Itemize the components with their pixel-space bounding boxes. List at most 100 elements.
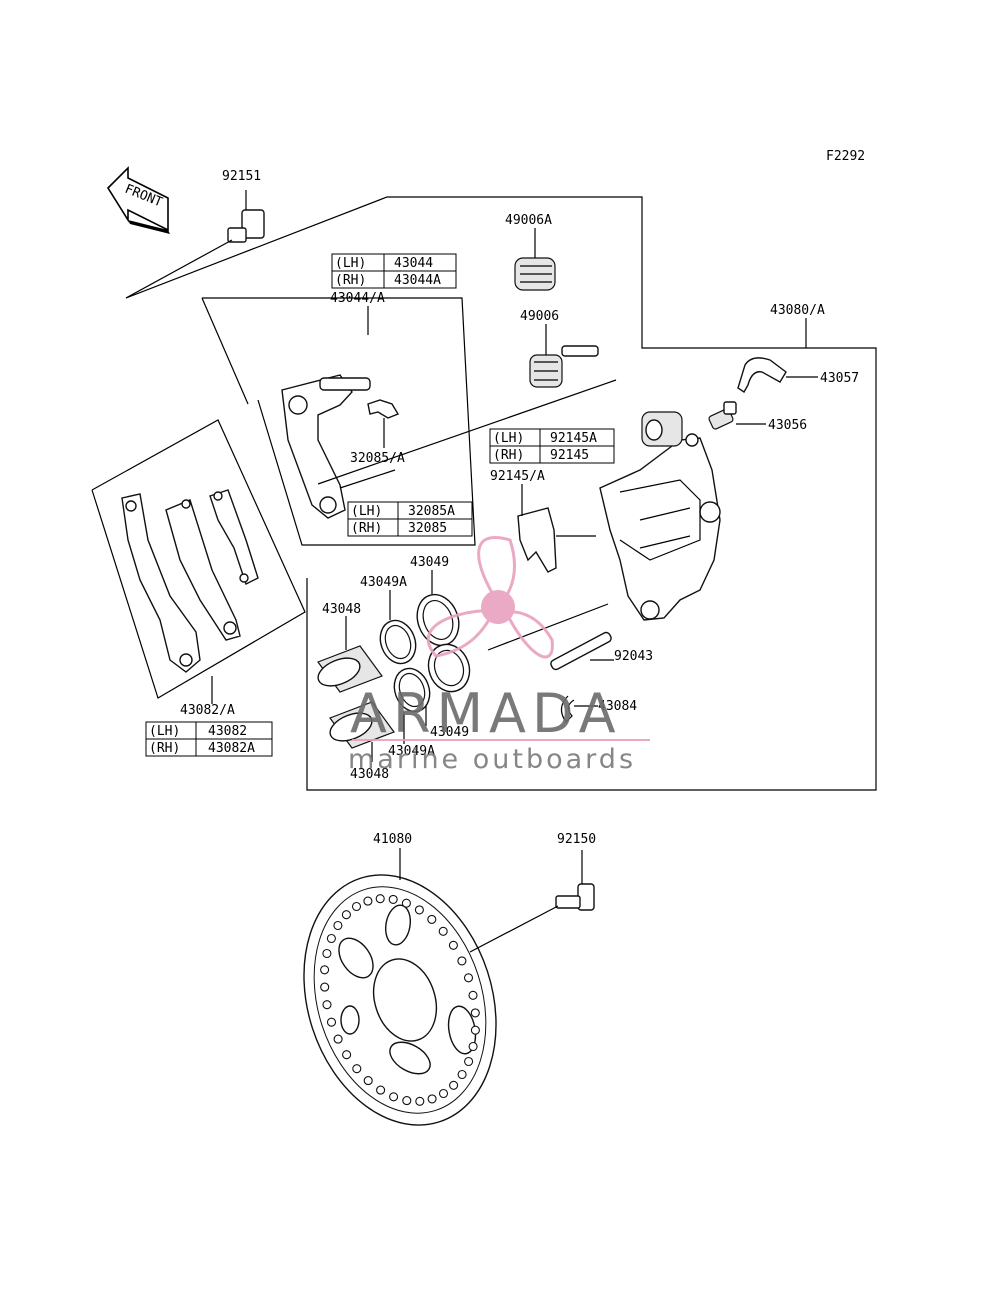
label-43049A-upper: 43049A — [360, 575, 407, 590]
svg-text:32085: 32085 — [408, 521, 447, 536]
disc-hole — [322, 948, 332, 959]
svg-text:(LH): (LH) — [493, 431, 524, 446]
label-43056: 43056 — [768, 418, 807, 433]
disc-hole — [320, 965, 330, 975]
disc-hole — [402, 1096, 412, 1106]
label-43049A-lower: 43049A — [388, 744, 435, 759]
disc-hole — [427, 1094, 437, 1104]
disc-hole — [389, 1092, 399, 1102]
disc-hole — [470, 1008, 480, 1018]
disc-hole — [427, 914, 437, 924]
disc-hole — [326, 1017, 337, 1027]
label-49006A: 49006A — [505, 213, 552, 228]
bolt-92150 — [469, 850, 595, 953]
disc-hole — [438, 1088, 449, 1099]
seal-43049-upper — [416, 570, 460, 647]
assembly-outlines — [91, 196, 877, 791]
spring-32085 — [367, 399, 400, 448]
disc-hole — [448, 940, 458, 950]
disc-hole — [457, 1069, 467, 1080]
label-49006: 49006 — [520, 309, 559, 324]
disc-hole — [333, 920, 343, 931]
svg-text:43044: 43044 — [394, 256, 433, 271]
table-32085: (LH) 32085A (RH) 32085 — [347, 501, 473, 537]
label-43049-lower: 43049 — [430, 725, 469, 740]
label-43048-upper: 43048 — [322, 602, 361, 617]
disc-hole — [341, 910, 351, 920]
clip-43084 — [560, 695, 598, 723]
disc-hole — [388, 894, 398, 904]
svg-text:32085A: 32085A — [408, 504, 455, 519]
table-43082: (LH) 43082 (RH) 43082A — [145, 721, 273, 757]
label-32085A: 32085/A — [350, 451, 405, 466]
label-92043: 92043 — [614, 649, 653, 664]
disc-hole — [363, 896, 373, 906]
pad-spring-92145 — [517, 484, 596, 573]
label-92145A: 92145/A — [490, 469, 545, 484]
table-43044: (LH) 43044 (RH) 43044A — [331, 253, 457, 289]
disc-hole — [342, 1050, 352, 1060]
label-92150: 92150 — [557, 832, 596, 847]
pin-92043 — [550, 631, 614, 671]
svg-text:(RH): (RH) — [335, 273, 366, 288]
label-41080: 41080 — [373, 832, 412, 847]
piston-43048-lower — [329, 701, 395, 762]
caliper-body-43080 — [599, 411, 721, 621]
table-92145: (LH) 92145A (RH) 92145 — [489, 428, 615, 464]
disc-hole — [415, 1096, 425, 1106]
svg-text:(LH): (LH) — [351, 504, 382, 519]
seal-43049A-upper — [379, 590, 417, 665]
disc-hole — [320, 982, 330, 992]
label-92151: 92151 — [222, 169, 261, 184]
disc-hole — [463, 973, 474, 983]
brake-disc-41080 — [303, 848, 497, 1126]
label-43057: 43057 — [820, 371, 859, 386]
cap-43057 — [737, 357, 818, 393]
piston-43048-upper — [317, 616, 383, 693]
disc-hole — [333, 1034, 343, 1044]
label-43082A: 43082/A — [180, 703, 235, 718]
pin-49006 — [529, 324, 599, 388]
svg-text:(RH): (RH) — [149, 741, 180, 756]
propeller-logo-icon — [426, 536, 554, 659]
svg-text:(LH): (LH) — [335, 256, 366, 271]
label-43049-upper: 43049 — [410, 555, 449, 570]
disc-hole — [351, 901, 362, 912]
front-arrow-icon: FRONT — [106, 166, 170, 234]
watermark-tagline: marine outboards — [348, 744, 636, 775]
disc-hole — [376, 1085, 386, 1095]
disc-hole — [449, 1080, 459, 1090]
disc-hole — [375, 894, 385, 904]
disc-hole — [438, 926, 448, 936]
disc-hole — [322, 1000, 332, 1010]
disc-hole — [352, 1064, 362, 1074]
disc-hole — [414, 905, 424, 915]
disc-hole — [464, 1056, 474, 1067]
brake-pads-43082 — [121, 489, 259, 704]
boot-49006A — [514, 228, 556, 291]
caliper-bracket-43044 — [281, 374, 396, 519]
watermark-brand: ARMADA — [350, 682, 622, 745]
svg-text:43082A: 43082A — [208, 741, 255, 756]
svg-text:43082: 43082 — [208, 724, 247, 739]
label-43044A: 43044/A — [330, 291, 385, 306]
label-43084: 43084 — [598, 699, 637, 714]
disc-hole — [363, 1076, 373, 1086]
disc-hole — [470, 1025, 480, 1035]
watermark: ARMADA marine outboards — [348, 536, 650, 775]
figure-code: F2292 — [826, 149, 865, 164]
svg-text:92145: 92145 — [550, 448, 589, 463]
svg-text:(RH): (RH) — [493, 448, 524, 463]
bolt-92151 — [125, 190, 265, 299]
svg-text:(LH): (LH) — [149, 724, 180, 739]
bleeder-43056 — [708, 401, 766, 430]
label-43080A: 43080/A — [770, 303, 825, 318]
svg-text:43044A: 43044A — [394, 273, 441, 288]
label-43048-lower: 43048 — [350, 767, 389, 782]
disc-hole — [457, 956, 467, 966]
svg-text:(RH): (RH) — [351, 521, 382, 536]
disc-hole — [401, 898, 411, 908]
disc-hole — [326, 933, 336, 944]
